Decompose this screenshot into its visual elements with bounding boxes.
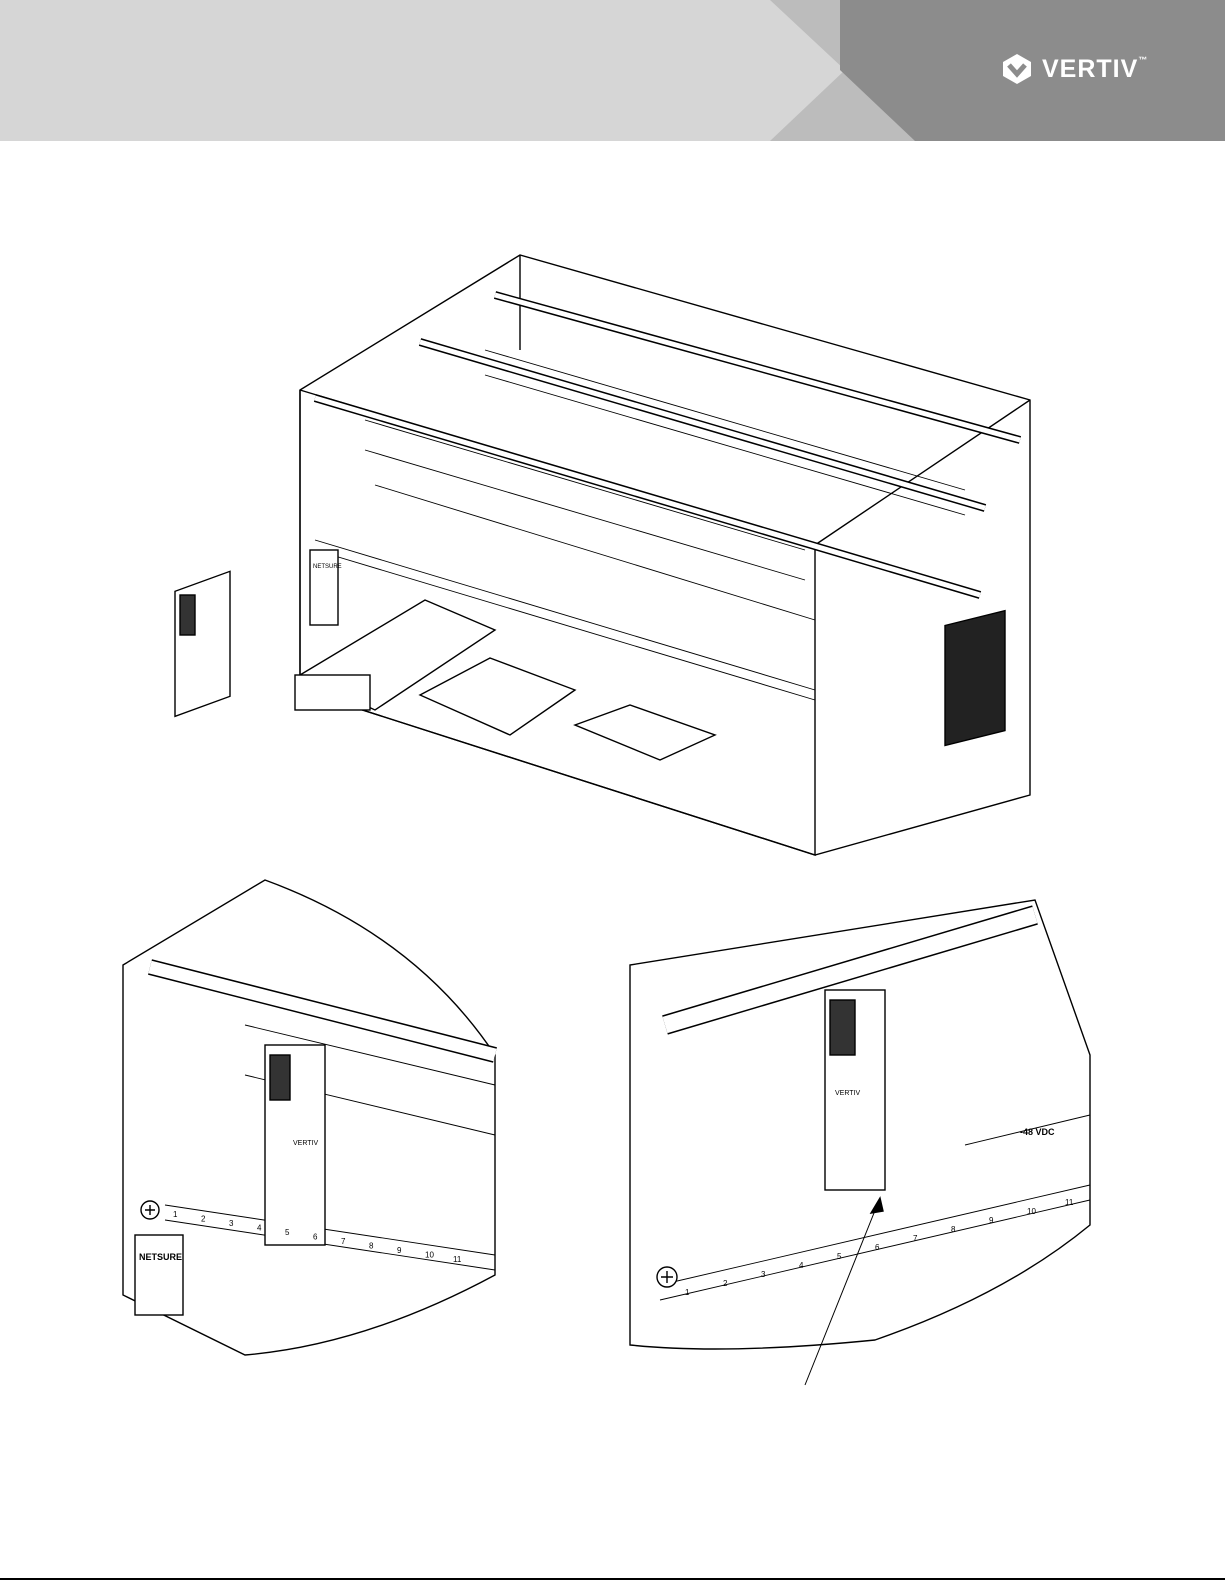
slot-number-9: 9 [397,1246,402,1255]
slot-number-6: 6 [875,1243,880,1252]
brand-logo: VERTIV™ [1000,52,1148,86]
svg-text:VERTIV: VERTIV [293,1140,318,1147]
detail-right-drawing: VERTIV -48 VDC 1 2 3 4 5 6 7 8 9 10 11 [625,895,1095,1395]
slot-number-8: 8 [951,1225,956,1234]
slot-number-3: 3 [229,1219,234,1228]
netsure-label: NETSURE [313,564,342,570]
slot-number-5: 5 [837,1252,842,1261]
svg-text:VERTIV: VERTIV [835,1090,860,1097]
slot-number-7: 7 [913,1234,918,1243]
vent-grill [945,611,1005,746]
slot-number-8: 8 [369,1242,374,1251]
slot-number-9: 9 [989,1216,994,1225]
slot-number-11: 11 [453,1255,462,1264]
netsure-label-box [310,550,338,625]
vertiv-chevron-icon [1000,52,1034,86]
slot-number-1: 1 [173,1210,178,1219]
slot-number-4: 4 [799,1261,804,1270]
svg-text:-48 VDC: -48 VDC [1020,1127,1055,1137]
brand-name: VERTIV™ [1042,55,1148,84]
slot-number-4: 4 [257,1224,262,1233]
slot-number-6: 6 [313,1233,318,1242]
detail-illustration-right: VERTIV -48 VDC 1 2 3 4 5 6 7 8 9 10 11 [625,895,1095,1395]
detail-illustration-left: VERTIV NETSURE 1 2 3 4 5 6 7 8 9 10 11 [115,875,535,1360]
shelf-drawing: NETSURE [165,250,1045,860]
slot-number-7: 7 [341,1237,346,1246]
slot-number-2: 2 [201,1215,206,1224]
slot-number-10: 10 [425,1251,434,1260]
slot-number-1: 1 [685,1288,690,1297]
loose-rectifier-module [175,571,230,716]
slot-number-10: 10 [1027,1207,1036,1216]
main-shelf-illustration: NETSURE [165,250,1045,860]
detail-left-label-box [135,1235,183,1315]
slot-number-11: 11 [1065,1198,1074,1207]
svg-text:NETSURE: NETSURE [139,1252,182,1262]
slot-number-2: 2 [723,1279,728,1288]
slot-number-3: 3 [761,1270,766,1279]
detail-left-drawing: VERTIV NETSURE 1 2 3 4 5 6 7 8 9 10 11 [115,875,535,1360]
slot-number-5: 5 [285,1228,290,1237]
footer-rule [0,1578,1225,1580]
page-header: VERTIV™ [0,0,1225,141]
